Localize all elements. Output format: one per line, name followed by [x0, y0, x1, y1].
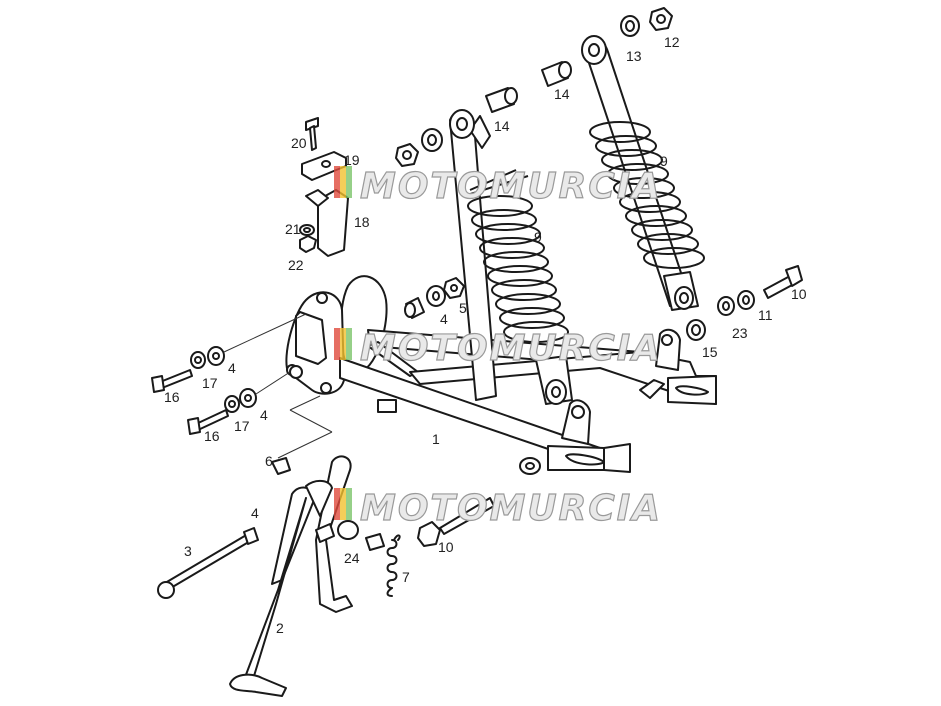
label-part-1: 1	[432, 431, 440, 447]
swingarm	[285, 275, 717, 475]
label-part-5: 5	[459, 300, 467, 316]
watermark-bottom: MOTOMURCIA	[334, 487, 662, 530]
label-part-13: 13	[626, 48, 642, 64]
label-part-24: 24	[344, 550, 360, 566]
center-stand	[157, 455, 353, 697]
label-part-16: 16	[164, 389, 180, 405]
label-part-21: 21	[285, 221, 301, 237]
label-part-7: 7	[402, 569, 410, 585]
label-part-2: 2	[276, 620, 284, 636]
label-part-4: 4	[440, 311, 448, 327]
label-part-4: 4	[260, 407, 268, 423]
watermark-middle: MOTOMURCIA	[334, 327, 662, 370]
label-part-4: 4	[251, 505, 259, 521]
label-part-4: 4	[228, 360, 236, 376]
watermark-text-middle: MOTOMURCIA	[360, 328, 662, 369]
label-part-10: 10	[438, 539, 454, 555]
label-part-9: 9	[534, 229, 542, 245]
watermark-top: MOTOMURCIA	[334, 165, 662, 208]
label-part-15: 15	[702, 344, 718, 360]
label-part-20: 20	[291, 135, 307, 151]
label-part-14: 14	[554, 86, 570, 102]
hardware	[151, 7, 803, 597]
label-part-22: 22	[288, 257, 304, 273]
label-part-11: 11	[758, 307, 773, 323]
label-part-17: 17	[234, 418, 250, 434]
label-part-19: 19	[344, 152, 360, 168]
watermark-text-top: MOTOMURCIA	[360, 166, 662, 207]
watermark-text-bottom: MOTOMURCIA	[360, 488, 662, 529]
label-part-14: 14	[494, 118, 510, 134]
label-part-23: 23	[732, 325, 748, 341]
label-part-18: 18	[354, 214, 370, 230]
shock-absorber-right	[581, 35, 705, 311]
shock-top-bracket	[299, 117, 349, 257]
label-part-3: 3	[184, 543, 192, 559]
label-part-9: 9	[660, 153, 668, 169]
part-labels: 1 2 3 4 4 4 4 5 6 7 9 9 10 10 11 12 13 1…	[164, 34, 807, 636]
label-part-10: 10	[791, 286, 807, 302]
label-part-16: 16	[204, 428, 220, 444]
label-part-6: 6	[265, 453, 273, 469]
label-part-12: 12	[664, 34, 680, 50]
label-part-17: 17	[202, 375, 218, 391]
shock-absorber-left	[449, 109, 573, 405]
